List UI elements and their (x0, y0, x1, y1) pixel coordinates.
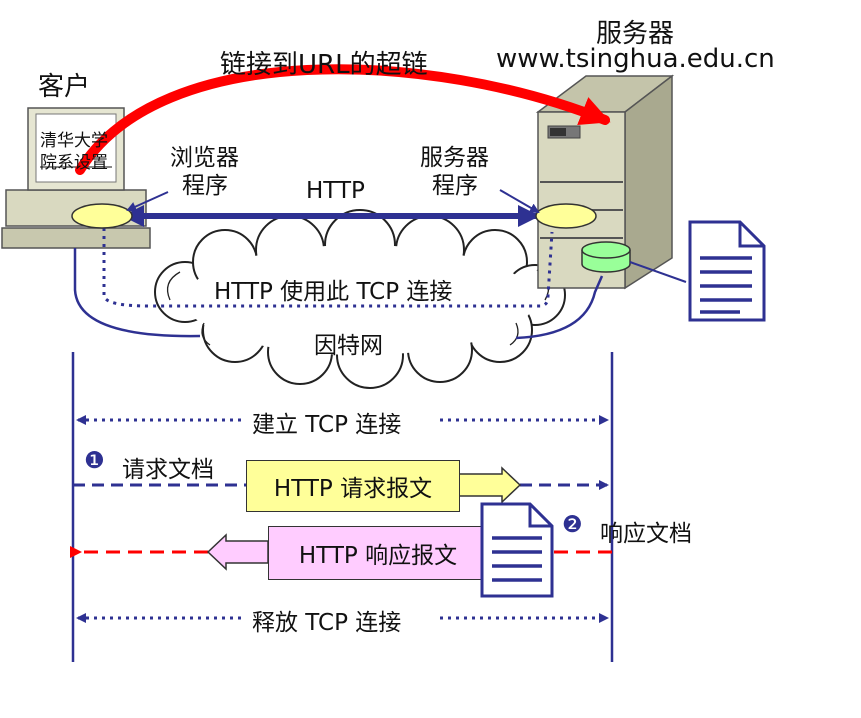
tcp-connection-path (102, 228, 554, 308)
hyperlink-arrow (75, 64, 611, 175)
screen-text-line2: 院系设置 (40, 153, 108, 173)
screen-text-line1: 清华大学 (40, 131, 108, 151)
step1-number: ❶ (84, 448, 105, 474)
database-icon (581, 241, 631, 273)
browser-label-line1: 浏览器 (170, 145, 239, 171)
client-computer (1, 107, 151, 249)
response-document-icon (480, 502, 554, 598)
http-label: HTTP (306, 178, 365, 204)
request-block-arrow (457, 466, 522, 504)
server-network-line (515, 275, 604, 340)
db-to-doc-line (629, 261, 687, 283)
cloud-tcp-label: HTTP 使用此 TCP 连接 (214, 279, 453, 305)
browser-label-line2: 程序 (182, 173, 228, 199)
client-title: 客户 (38, 72, 91, 102)
browser-pointer (126, 191, 169, 212)
internet-cloud (154, 209, 566, 389)
hyperlink-label: 链接到URL的超链 (220, 50, 428, 80)
document-icon (688, 220, 766, 322)
server-program-label-line2: 程序 (432, 173, 478, 199)
http-response-box: HTTP 响应报文 (268, 526, 488, 580)
server-pointer (499, 189, 540, 214)
step1-label: 请求文档 (122, 457, 214, 483)
internet-label: 因特网 (314, 333, 383, 359)
server-program-label-line1: 服务器 (420, 145, 489, 171)
server-title: 服务器 (596, 19, 675, 49)
step2-number: ❷ (562, 512, 583, 538)
establish-tcp-label: 建立 TCP 连接 (252, 412, 402, 438)
browser-oval (71, 203, 133, 229)
http-request-box: HTTP 请求报文 (246, 460, 460, 512)
release-tcp-label: 释放 TCP 连接 (252, 610, 402, 636)
server-oval (535, 203, 597, 229)
server-url: www.tsinghua.edu.cn (496, 44, 775, 74)
client-network-line (73, 248, 201, 338)
response-block-arrow (206, 533, 269, 571)
step2-label: 响应文档 (600, 521, 692, 547)
